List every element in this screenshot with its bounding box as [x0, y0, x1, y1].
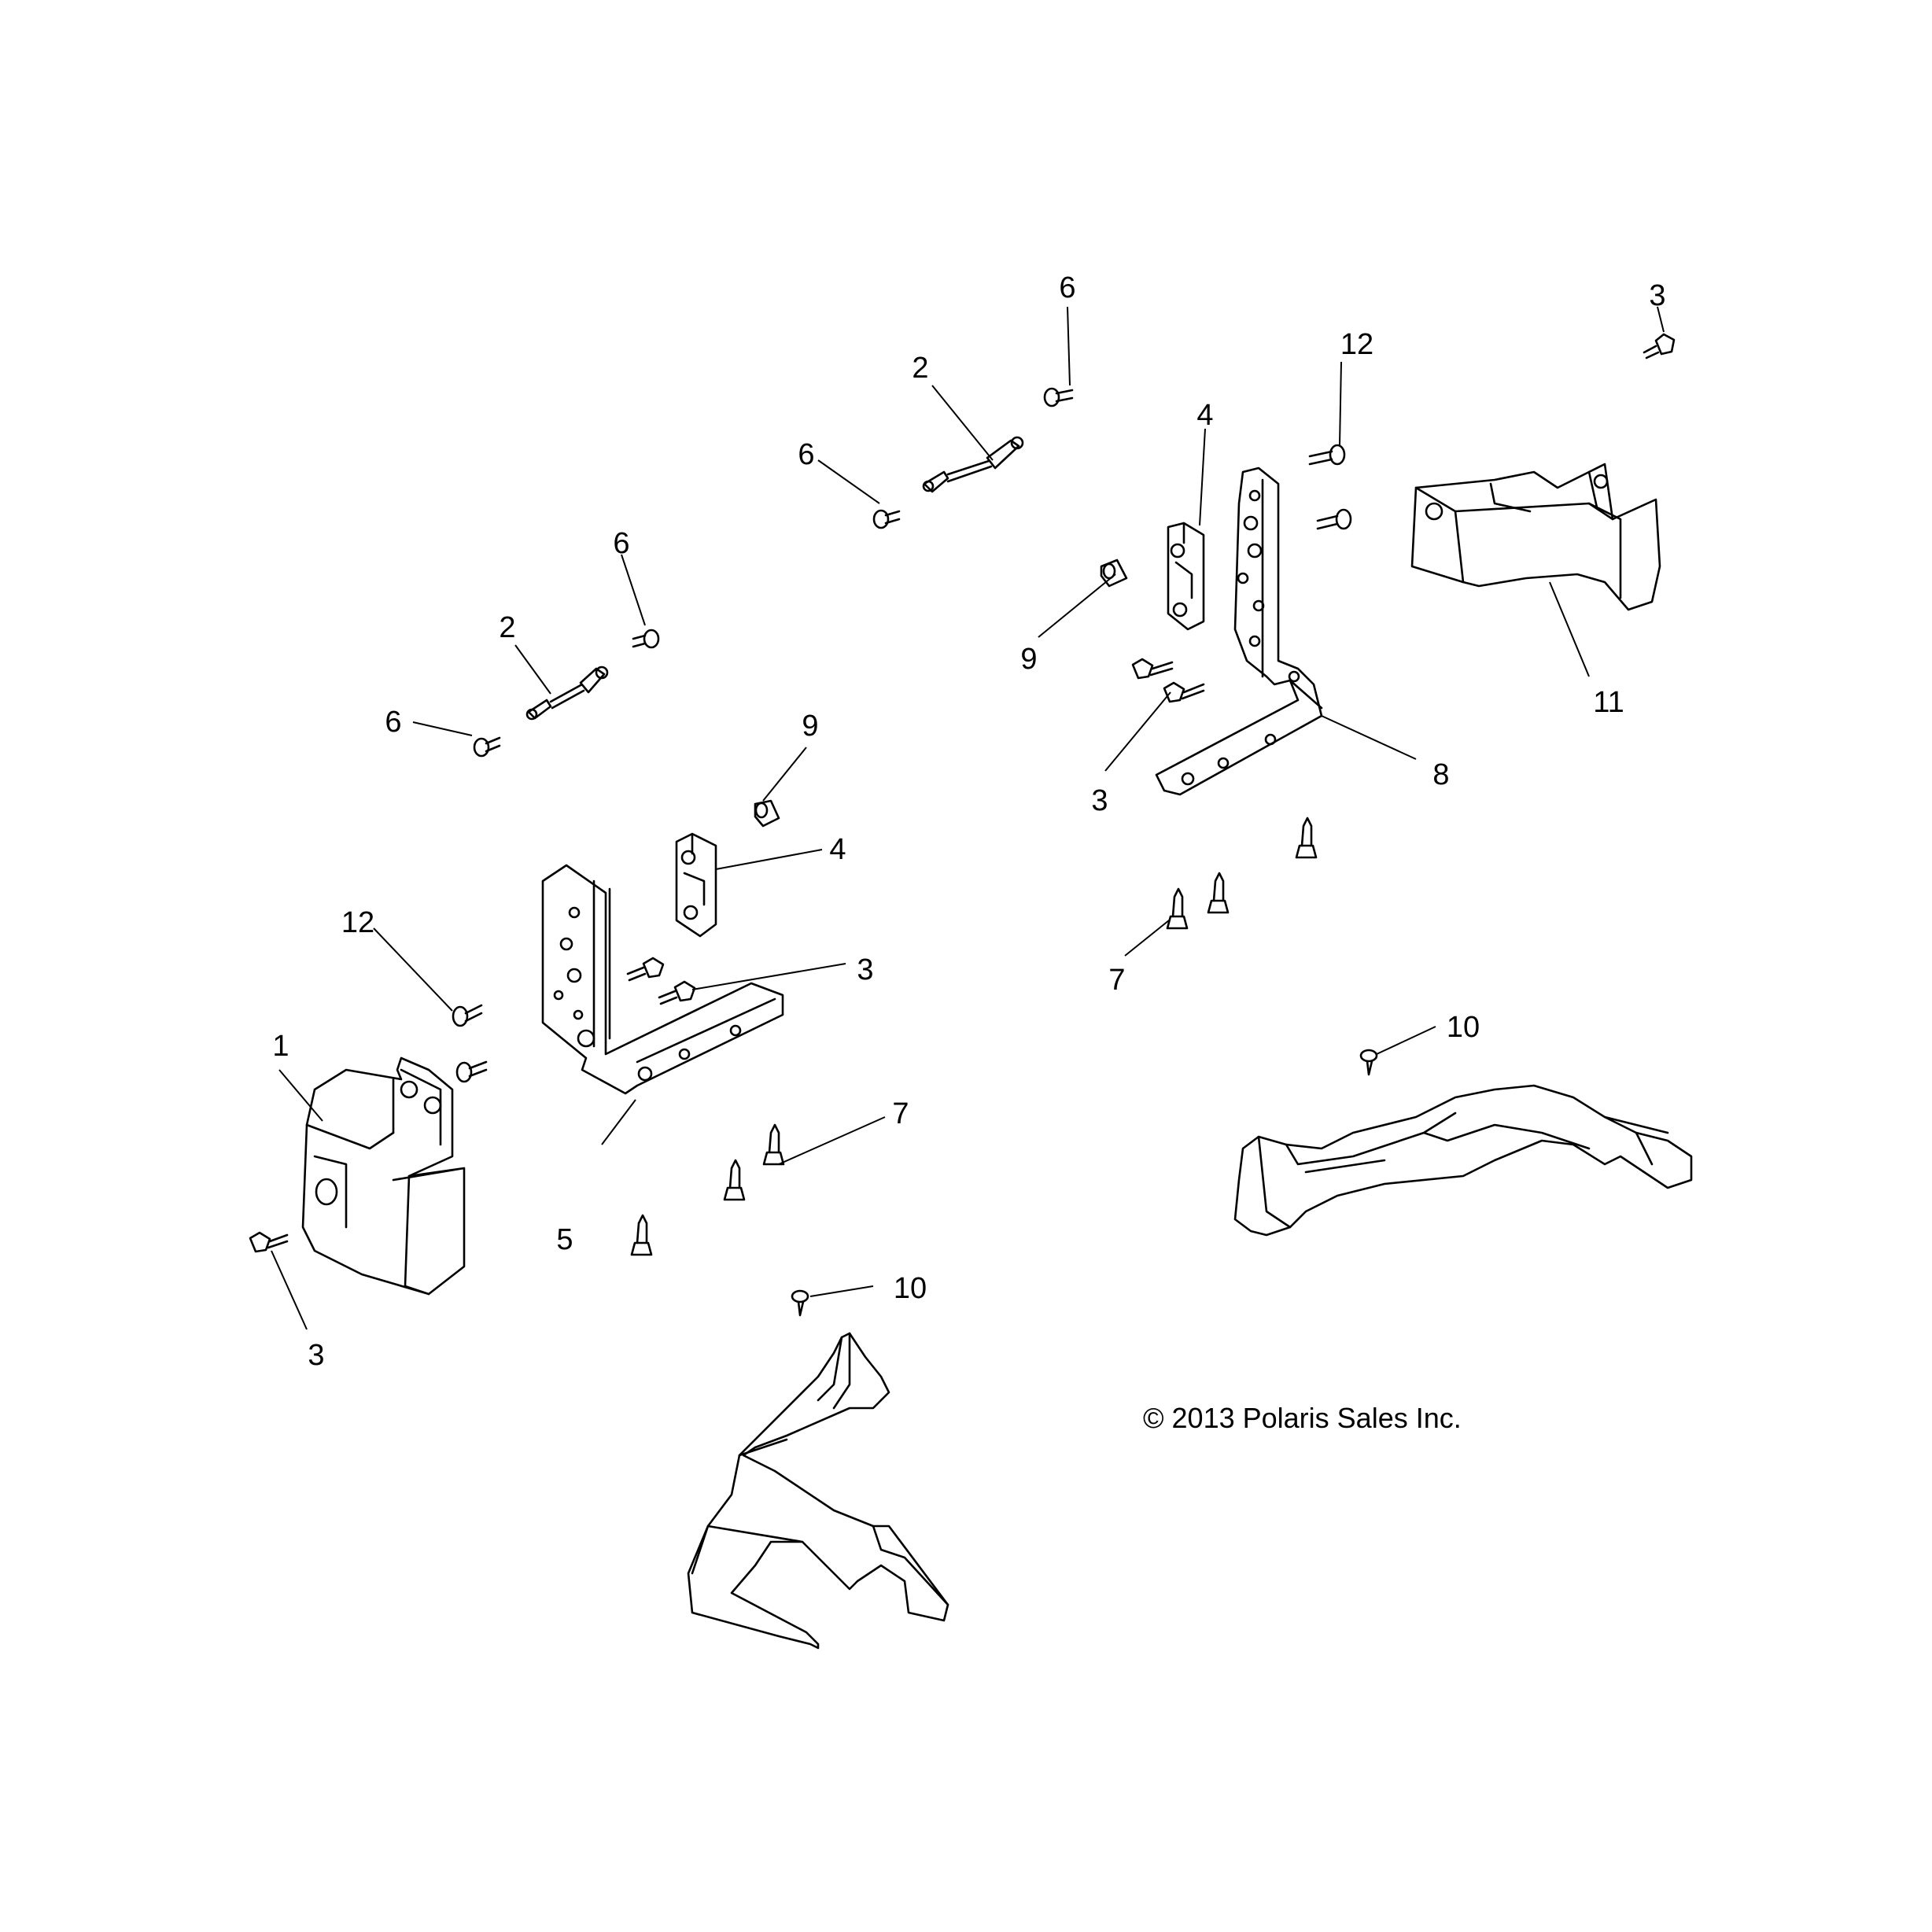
part-7-rivet-left-b: [723, 1159, 746, 1201]
part-12-screw-upper-b: [1316, 508, 1352, 530]
part-7-rivet-right-c: [1166, 887, 1189, 930]
leader-lines: [271, 306, 1665, 1330]
callout-6-mid: 6: [798, 438, 814, 471]
copyright-notice: © 2013 Polaris Sales Inc.: [1143, 1402, 1462, 1434]
part-12-screw-lower-a: [452, 1004, 483, 1027]
callout-2-lower: 2: [499, 611, 515, 644]
part-6-screw-c: [632, 629, 660, 649]
part-11-bracket: [1410, 463, 1661, 611]
callout-10-lower: 10: [894, 1272, 927, 1305]
part-6-screw-a: [1043, 387, 1074, 407]
part-2-link-upper: [922, 436, 1024, 493]
callout-2-upper: 2: [912, 352, 928, 385]
part-9-nut-right: [1100, 559, 1128, 588]
callout-5: 5: [556, 1223, 573, 1256]
callout-6-left-upper: 6: [613, 527, 629, 560]
callout-10-right: 10: [1447, 1011, 1480, 1044]
part-9-nut-left: [754, 799, 780, 828]
callout-12-left: 12: [341, 906, 374, 939]
frame-section-right: [1233, 1084, 1693, 1237]
callout-11: 11: [1593, 686, 1624, 719]
callout-4-right: 4: [1196, 399, 1213, 432]
callout-9-left: 9: [802, 710, 818, 743]
callout-12-right: 12: [1340, 328, 1373, 361]
callout-3-left: 3: [857, 953, 873, 986]
part-4-block-right: [1167, 522, 1205, 631]
callout-6-left-lower: 6: [385, 706, 401, 739]
part-6-screw-b: [872, 509, 901, 529]
part-7-rivet-left-a: [762, 1123, 785, 1166]
part-3-bolt-left-b: [658, 980, 696, 1005]
callout-labels: 1 2 2 3 3 3 3 4 4 5 6 6 6 6 7 7 8 9 9 10…: [272, 271, 1665, 1372]
part-7-rivet-right-b: [1207, 872, 1230, 914]
part-3-bolt-right-b: [1163, 681, 1205, 703]
callout-7-left: 7: [892, 1097, 909, 1130]
part-1-bracket: [301, 1056, 466, 1296]
frame-section-lower: [687, 1332, 949, 1650]
part-10-clip-lower: [791, 1289, 809, 1317]
part-5-bracket: [541, 864, 784, 1095]
part-6-screw-d: [473, 736, 501, 758]
callout-1: 1: [272, 1030, 289, 1063]
part-7-rivet-left-c: [630, 1214, 653, 1256]
part-7-rivet-right-a: [1295, 817, 1318, 859]
part-12-screw-upper-a: [1308, 444, 1346, 466]
part-3-bolt-lower-left: [249, 1231, 289, 1253]
part-12-screw-lower-b: [455, 1060, 488, 1083]
callout-9-right: 9: [1020, 643, 1037, 676]
callout-3-right: 3: [1091, 784, 1108, 817]
part-2-link-lower: [525, 666, 609, 721]
callout-3-top-right: 3: [1649, 279, 1665, 312]
part-3-bolt-left-a: [626, 957, 665, 982]
part-10-clip-right: [1359, 1049, 1378, 1076]
callout-4-left: 4: [829, 833, 846, 866]
callout-6-top: 6: [1059, 271, 1075, 304]
callout-8: 8: [1432, 758, 1449, 791]
part-4-block-left: [675, 832, 717, 938]
part-3-bolt-right-a: [1131, 658, 1174, 680]
callout-3-lower-left: 3: [308, 1339, 324, 1372]
part-3-bolt-top-right: [1643, 333, 1676, 359]
part-8-bracket: [1155, 466, 1323, 796]
callout-7-right: 7: [1108, 964, 1125, 997]
